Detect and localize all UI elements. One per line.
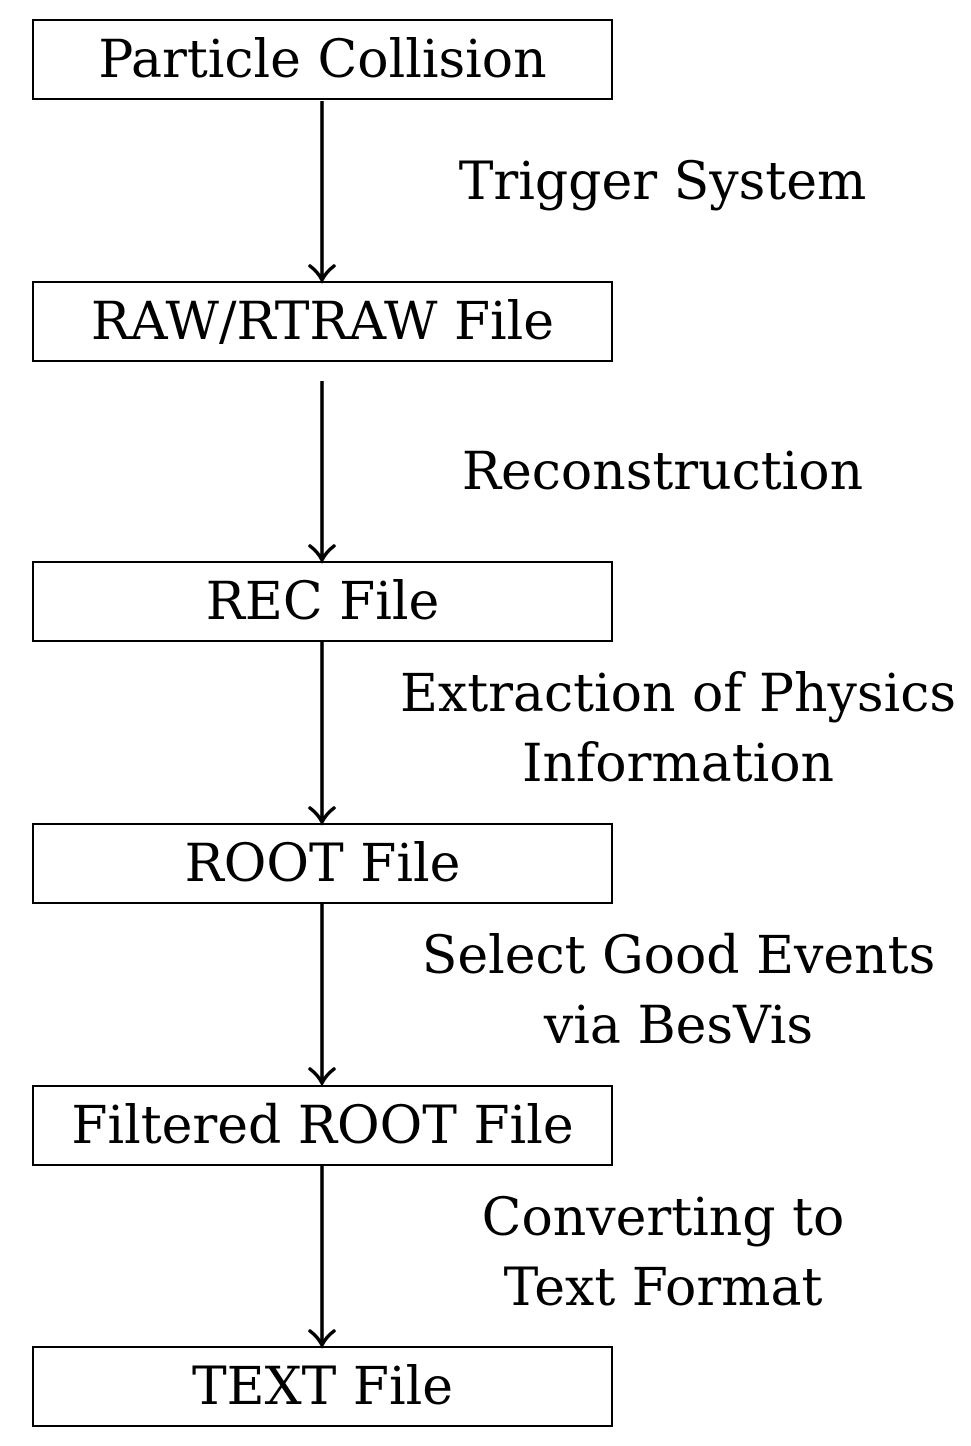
- edge-label-reconstruction: Reconstruction: [440, 437, 885, 507]
- arrowhead-4: [308, 1067, 336, 1087]
- edge-label-select-good-events: Select Good Events via BesVis: [412, 921, 945, 1061]
- node-label: Particle Collision: [98, 29, 547, 90]
- edge-label-line: Reconstruction: [461, 442, 864, 502]
- edge-label-converting: Converting to Text Format: [450, 1183, 876, 1323]
- edge-label-line: Text Format: [503, 1258, 823, 1318]
- node-label: RAW/RTRAW File: [90, 291, 555, 352]
- arrowhead-2: [308, 544, 336, 564]
- node-label: TEXT File: [192, 1356, 453, 1417]
- node-rec-file: REC File: [32, 561, 613, 642]
- edge-label-extraction: Extraction of Physics Information: [395, 659, 961, 799]
- arrowhead-5: [308, 1329, 336, 1349]
- node-root-file: ROOT File: [32, 823, 613, 904]
- arrowhead-1: [308, 264, 336, 284]
- node-text-file: TEXT File: [32, 1346, 613, 1427]
- edge-label-line: Select Good Events: [421, 926, 936, 986]
- edge-label-line: Converting to: [481, 1188, 845, 1248]
- node-particle-collision: Particle Collision: [32, 19, 613, 100]
- edge-label-trigger-system: Trigger System: [440, 147, 885, 217]
- node-filtered-root-file: Filtered ROOT File: [32, 1085, 613, 1166]
- node-label: REC File: [205, 571, 440, 632]
- node-label: ROOT File: [184, 833, 461, 894]
- edge-label-line: via BesVis: [543, 996, 814, 1056]
- node-raw-rtraw-file: RAW/RTRAW File: [32, 281, 613, 362]
- edge-label-line: Information: [521, 734, 835, 794]
- edge-label-line: Trigger System: [458, 152, 867, 212]
- edge-label-line: Extraction of Physics: [399, 664, 957, 724]
- arrowhead-3: [308, 806, 336, 826]
- node-label: Filtered ROOT File: [71, 1095, 574, 1156]
